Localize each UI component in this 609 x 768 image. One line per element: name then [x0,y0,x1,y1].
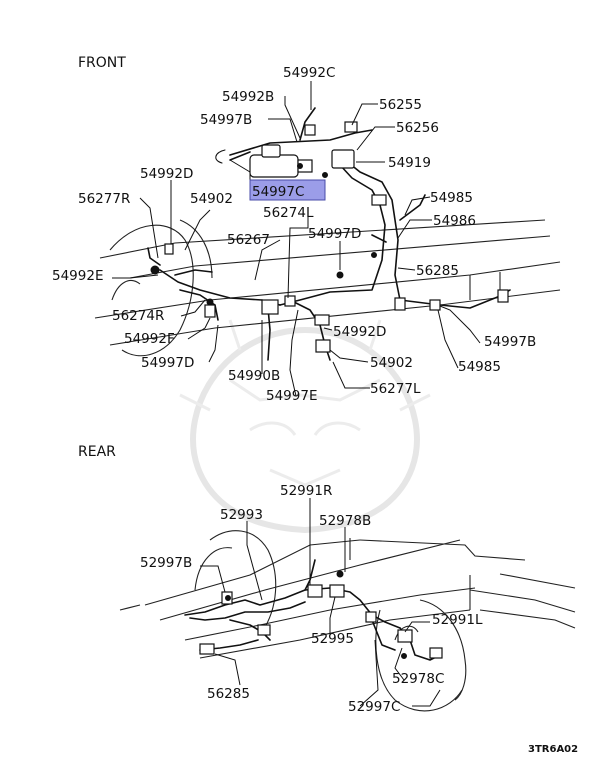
master-cylinder [249,154,299,178]
label-52997B: 52997B [140,555,192,571]
label-52995: 52995 [311,631,354,647]
label-56285: 56285 [416,263,459,279]
label-54902-lower: 54902 [370,355,413,371]
proportioning-valve [331,149,355,169]
label-54985-lower: 54985 [458,359,501,375]
front-section-title: FRONT [78,55,126,71]
label-54992D-lower: 54992D [333,324,386,340]
rear-components [199,570,443,659]
rear-chassis-frame [119,530,576,712]
label-56267: 56267 [227,232,270,248]
label-54997E: 54997E [266,388,317,404]
junction-block [261,299,279,315]
label-54997B: 54997B [200,112,252,128]
front-leader-lines [112,81,481,397]
label-54990B: 54990B [228,368,280,384]
label-52978C: 52978C [392,671,444,687]
watermark-logo [179,319,431,533]
rear-labels: 52991R 52993 52978B 52997B 52991L 52995 … [140,483,483,715]
label-54992D: 54992D [140,166,193,182]
label-56277R: 56277R [78,191,130,207]
label-52991R: 52991R [280,483,332,499]
highlight-box [249,179,326,201]
label-54992E: 54992E [52,268,103,284]
label-56274R: 56274R [112,308,164,324]
label-56277L: 56277L [370,381,421,397]
label-52978B: 52978B [319,513,371,529]
label-54986: 54986 [433,213,476,229]
front-labels: 54992C 54992B 54997B 56255 56256 54919 5… [52,65,536,404]
diagram-code: 3TR6A02 [528,744,578,755]
rear-junction [307,584,323,598]
label-54997C: 54997C [252,184,304,200]
label-52993: 52993 [220,507,263,523]
rear-section-title: REAR [78,444,116,460]
label-54902: 54902 [190,191,233,207]
label-54985: 54985 [430,190,473,206]
label-54992B: 54992B [222,89,274,105]
front-components [150,121,509,353]
label-54997D: 54997D [308,226,361,242]
label-52991L: 52991L [432,612,483,628]
label-54997B-right: 54997B [484,334,536,350]
label-56285-rear: 56285 [207,686,250,702]
label-56256: 56256 [396,120,439,136]
label-54992F: 54992F [124,331,175,347]
rear-leader-lines [200,498,441,707]
label-54992C: 54992C [283,65,335,81]
label-54997D-lower: 54997D [141,355,194,371]
label-56255: 56255 [379,97,422,113]
label-52997C: 52997C [348,699,400,715]
label-56274L: 56274L [263,205,314,221]
label-54919: 54919 [388,155,431,171]
